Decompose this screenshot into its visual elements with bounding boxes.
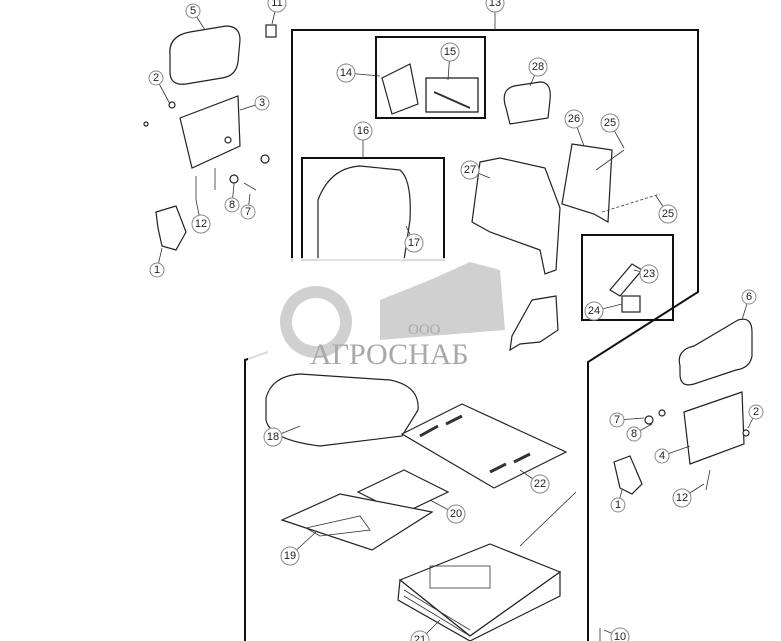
callout-23: 23 bbox=[639, 264, 659, 284]
callout-label: 13 bbox=[489, 0, 501, 9]
callout-26: 26 bbox=[564, 109, 584, 129]
callout-label: 12 bbox=[676, 492, 688, 504]
callout-1: 1 bbox=[149, 262, 165, 278]
part-16 bbox=[317, 165, 411, 261]
callout-27: 27 bbox=[460, 160, 480, 180]
part-bracket bbox=[509, 295, 559, 352]
callout-label: 7 bbox=[245, 206, 251, 218]
callout-label: 2 bbox=[153, 72, 159, 84]
callout-label: 1 bbox=[154, 264, 160, 276]
part-23 bbox=[609, 263, 643, 297]
callout-25: 25 bbox=[600, 113, 620, 133]
callout-label: 20 bbox=[450, 508, 462, 520]
box-15 bbox=[425, 77, 479, 113]
watermark-prefix: ООО bbox=[408, 322, 441, 338]
callout-label: 8 bbox=[229, 199, 235, 211]
callout-24: 24 bbox=[584, 301, 604, 321]
callout-22: 22 bbox=[530, 474, 550, 494]
callout-8: 8 bbox=[626, 426, 642, 442]
part-27 bbox=[471, 157, 561, 275]
callout-12: 12 bbox=[672, 488, 692, 508]
callout-2: 2 bbox=[748, 404, 764, 420]
callout-label: 6 bbox=[746, 291, 752, 303]
callout-label: 25 bbox=[662, 208, 674, 220]
callout-20: 20 bbox=[446, 504, 466, 524]
callout-7: 7 bbox=[240, 204, 256, 220]
callout-label: 17 bbox=[408, 237, 420, 249]
callout-label: 4 bbox=[659, 450, 665, 462]
callout-18: 18 bbox=[263, 427, 283, 447]
part-28 bbox=[503, 81, 551, 125]
callout-label: 14 bbox=[340, 67, 352, 79]
callout-8: 8 bbox=[224, 197, 240, 213]
part-19 bbox=[280, 493, 434, 551]
callout-label: 27 bbox=[464, 164, 476, 176]
callout-4: 4 bbox=[654, 448, 670, 464]
callout-label: 25 bbox=[604, 117, 616, 129]
part-14 bbox=[381, 63, 419, 115]
part-15 bbox=[433, 91, 471, 109]
callout-label: 28 bbox=[532, 61, 544, 73]
watermark-name: АГРОСНАБ bbox=[310, 338, 469, 371]
part-22 bbox=[400, 403, 568, 489]
callout-3: 3 bbox=[254, 95, 270, 111]
callout-7: 7 bbox=[609, 412, 625, 428]
callout-label: 3 bbox=[259, 97, 265, 109]
callout-label: 2 bbox=[753, 406, 759, 418]
callout-label: 23 bbox=[643, 268, 655, 280]
callout-12: 12 bbox=[191, 214, 211, 234]
armrest-right bbox=[613, 318, 753, 495]
callout-1: 1 bbox=[610, 497, 626, 513]
callout-label: 8 bbox=[631, 428, 637, 440]
callout-label: 21 bbox=[414, 634, 426, 641]
callout-label: 19 bbox=[284, 550, 296, 562]
callout-19: 19 bbox=[280, 546, 300, 566]
callout-5: 5 bbox=[185, 3, 201, 19]
callout-label: 16 bbox=[357, 125, 369, 137]
callout-15: 15 bbox=[440, 42, 460, 62]
callout-13: 13 bbox=[485, 0, 505, 13]
callout-label: 22 bbox=[534, 478, 546, 490]
watermark-logo: ООО АГРОСНАБ bbox=[248, 258, 508, 371]
callout-25: 25 bbox=[658, 204, 678, 224]
callout-label: 15 bbox=[444, 46, 456, 58]
part-21-suspension bbox=[397, 491, 577, 641]
callout-21: 21 bbox=[410, 630, 430, 641]
callout-2: 2 bbox=[148, 70, 164, 86]
callout-label: 26 bbox=[568, 113, 580, 125]
box-23-24 bbox=[581, 234, 674, 321]
callout-17: 17 bbox=[404, 233, 424, 253]
callout-label: 7 bbox=[614, 414, 620, 426]
callout-11: 11 bbox=[267, 0, 287, 13]
part-18 bbox=[265, 373, 419, 447]
callout-label: 24 bbox=[588, 305, 600, 317]
callout-6: 6 bbox=[741, 289, 757, 305]
callout-label: 1 bbox=[615, 499, 621, 511]
box-14-15 bbox=[375, 36, 486, 119]
callout-28: 28 bbox=[528, 57, 548, 77]
callout-label: 5 bbox=[190, 5, 196, 17]
callout-label: 18 bbox=[267, 431, 279, 443]
callout-10: 10 bbox=[610, 627, 630, 641]
callout-label: 12 bbox=[195, 218, 207, 230]
callout-label: 10 bbox=[614, 631, 626, 641]
callout-14: 14 bbox=[336, 63, 356, 83]
armrest-left bbox=[143, 24, 277, 251]
part-26 bbox=[561, 143, 613, 224]
callout-16: 16 bbox=[353, 121, 373, 141]
callout-label: 11 bbox=[271, 0, 282, 9]
part-24 bbox=[621, 295, 641, 313]
